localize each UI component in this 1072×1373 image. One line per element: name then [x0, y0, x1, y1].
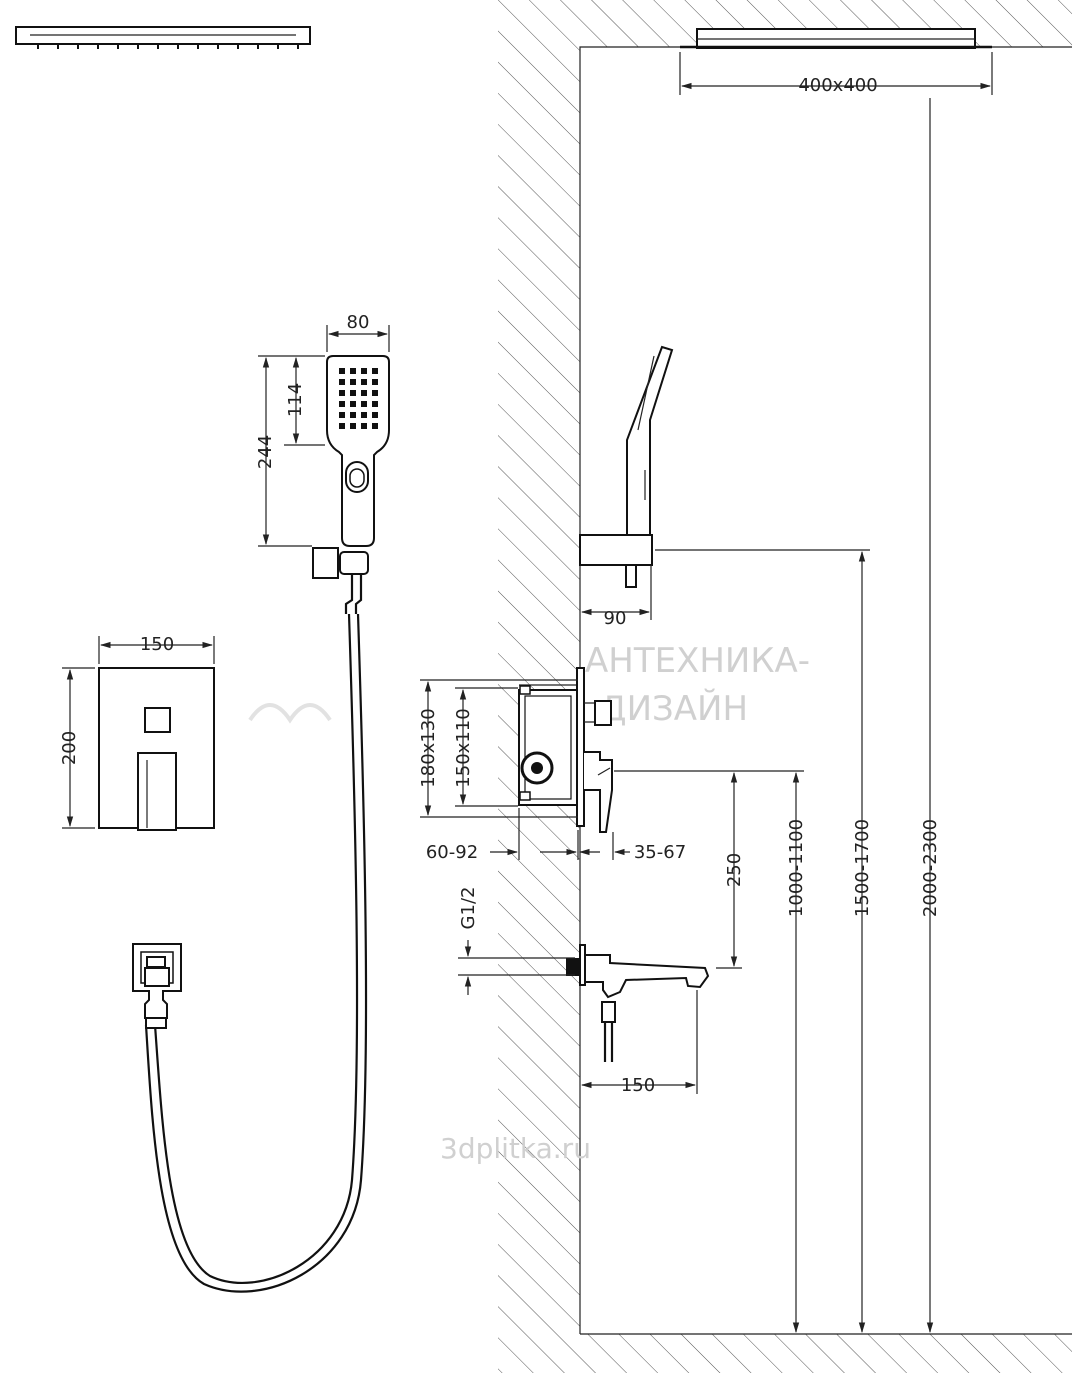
- label-cover-projection: 35-67: [634, 842, 686, 863]
- dimension-labels: 400x400 80 114 244 150 200 90 180x130 15…: [59, 75, 941, 1096]
- bath-spout: [566, 944, 710, 1062]
- label-overhead-height: 2000-2300: [920, 819, 941, 917]
- label-plate-height: 200: [59, 731, 80, 765]
- overhead-shower-side: [680, 28, 992, 49]
- concealed-box: [518, 667, 613, 833]
- label-hand-total-height: 244: [255, 435, 276, 469]
- label-overhead-size: 400x400: [798, 75, 877, 96]
- mixer-cover-plate: [98, 667, 215, 831]
- label-thread: G1/2: [458, 887, 479, 930]
- label-hand-width: 80: [347, 312, 370, 333]
- watermark-brand: АНТЕХНИКА- ДИЗАЙН: [248, 641, 810, 729]
- label-install-depth: 60-92: [426, 842, 478, 863]
- hand-shower-front: [326, 355, 390, 547]
- dimension-lines: [62, 52, 993, 1334]
- watermark-line2: ДИЗАЙН: [600, 688, 748, 729]
- wall-outlet: [132, 943, 182, 1029]
- label-spout-length: 150: [621, 1075, 655, 1096]
- label-box-outer: 180x130: [418, 708, 439, 787]
- holder-and-hose: [144, 547, 369, 1293]
- label-hand-head-height: 114: [285, 383, 306, 417]
- overhead-shower-front: [15, 26, 311, 49]
- hand-shower-side: [579, 345, 674, 588]
- label-mixer-to-spout: 250: [724, 853, 745, 887]
- watermark-line1: АНТЕХНИКА-: [585, 641, 810, 681]
- watermark-site: 3dplitka.ru: [440, 1132, 591, 1165]
- label-mixer-height: 1000-1100: [786, 819, 807, 917]
- label-box-inner: 150x110: [453, 708, 474, 787]
- label-holder-height: 1500-1700: [852, 819, 873, 917]
- label-holder-offset: 90: [604, 608, 627, 629]
- label-plate-width: 150: [140, 634, 174, 655]
